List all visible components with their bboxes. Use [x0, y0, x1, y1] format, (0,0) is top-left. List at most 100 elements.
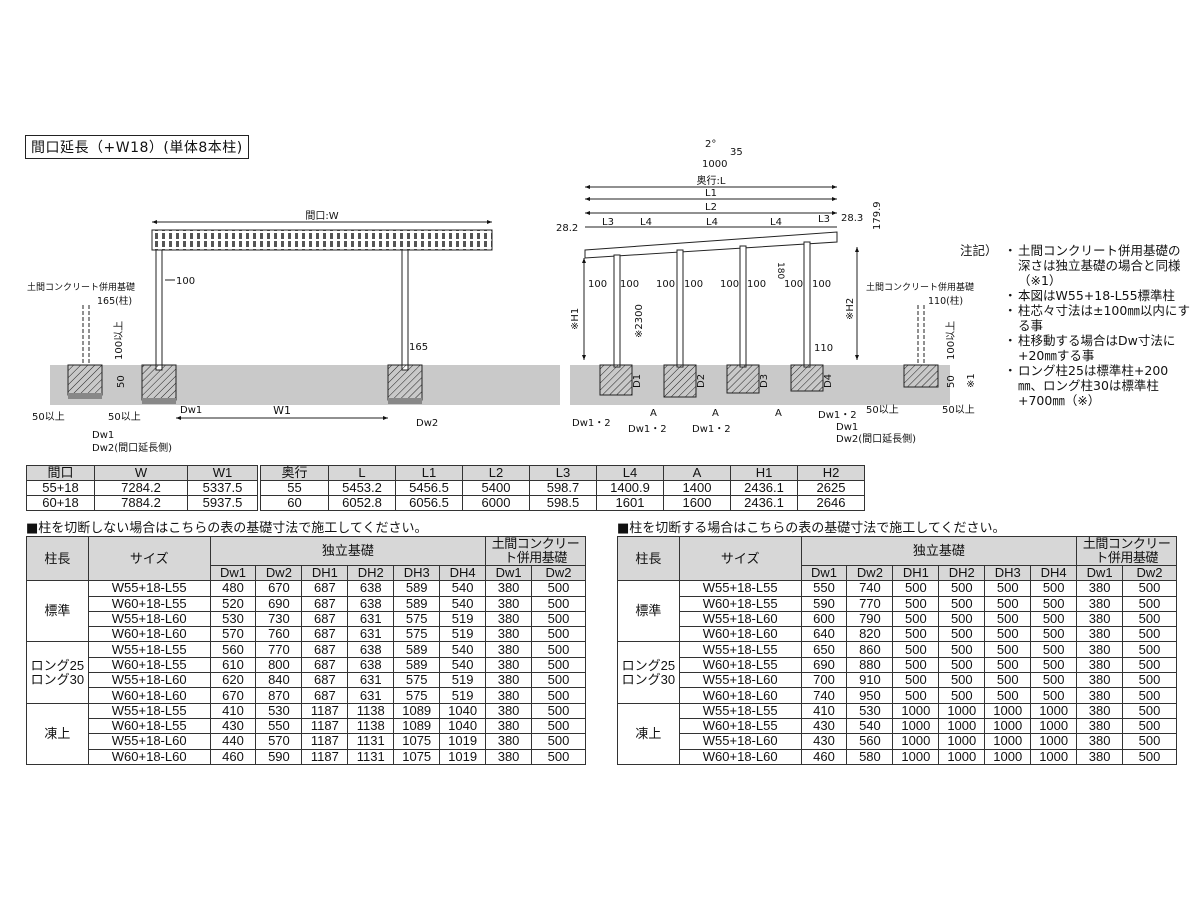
svg-text:100: 100: [747, 279, 766, 290]
front-dim-100up: 100以上: [113, 321, 125, 360]
table-cell: W55+18-L60: [678, 672, 802, 689]
table-cell: W55+18-L55: [87, 702, 211, 719]
drawing-canvas: 間口:W 100 165 土間コンクリート併用基礎 165(柱) 100以上 5…: [27, 139, 977, 454]
svg-text:100: 100: [656, 279, 675, 290]
caption-left: ■柱を切断しない場合はこちらの表の基礎寸法で施工してください。: [26, 521, 428, 536]
front-50b: 50以上: [108, 411, 141, 423]
table-cell: 6052.8: [328, 495, 396, 511]
table-cell: 687: [301, 595, 349, 612]
svg-text:35: 35: [730, 147, 743, 158]
svg-text:D3: D3: [759, 374, 770, 388]
table-cell: 620: [209, 672, 257, 689]
table-cell: 638: [347, 580, 395, 597]
table-cell: 500: [1122, 748, 1177, 765]
table-cell: W55+18-L60: [678, 610, 802, 628]
table-cell: 589: [393, 580, 441, 597]
table-cell: 530: [209, 610, 257, 628]
front-dw2b: Dw2(間口延長側): [92, 441, 172, 454]
table-cell: 1000: [892, 733, 940, 750]
table-cell: 500: [531, 641, 586, 658]
group-label: 標準: [26, 580, 89, 643]
table-cell: 380: [1076, 733, 1124, 750]
table-cell: 500: [1122, 656, 1177, 674]
table-cell: 687: [301, 610, 349, 628]
table-cell: 550: [800, 580, 848, 597]
notes-head: 注記）: [960, 243, 998, 258]
table-cell: 519: [439, 626, 487, 643]
table-cell: 500: [984, 672, 1032, 689]
table-cell: 540: [439, 641, 487, 658]
table-cell: 1000: [1030, 733, 1078, 750]
table-cell: 1000: [984, 702, 1032, 719]
table-header: 奥行: [260, 465, 329, 481]
table-cell: 1400: [663, 480, 731, 496]
svg-text:※1: ※1: [966, 373, 977, 388]
table-cell: 1075: [393, 733, 441, 750]
notes-list: 土間コンクリート併用基礎の深さは独立基礎の場合と同様（※1） 本図はW55+18…: [960, 243, 1190, 408]
th-sub: Dw2: [1122, 564, 1177, 582]
note-item: 柱移動する場合はDw寸法に+20㎜する事: [1004, 333, 1190, 363]
table-cell: 500: [1122, 626, 1177, 643]
th-maguchi: 間口: [26, 465, 95, 481]
table-cell: 6056.5: [395, 495, 463, 511]
svg-text:L1: L1: [705, 188, 717, 199]
note-item: 土間コンクリート併用基礎の深さは独立基礎の場合と同様（※1）: [1004, 243, 1190, 288]
table-cell: 950: [846, 687, 894, 704]
th-post-length: 柱長: [26, 535, 89, 582]
table-cell: 500: [892, 641, 940, 658]
table-cell: 500: [938, 656, 986, 674]
table-cell: 500: [938, 672, 986, 689]
side-roof: [584, 231, 838, 259]
table-cell: 519: [439, 687, 487, 704]
th-independent: 独立基礎: [800, 536, 1078, 566]
table-cell: W60+18-L60: [87, 687, 211, 704]
table-cell: 550: [255, 717, 303, 735]
table-cell: 500: [892, 610, 940, 628]
table-cell: 1000: [984, 733, 1032, 750]
table-cell: 580: [846, 748, 894, 765]
table-cell: 500: [1122, 580, 1177, 597]
table-cell: 1000: [938, 717, 986, 735]
front-dim-50: 50: [116, 375, 127, 388]
front-dw2: Dw2: [416, 418, 438, 429]
table-cell: 500: [1030, 610, 1078, 628]
table-cell: 1000: [938, 733, 986, 750]
table-cell: 590: [800, 595, 848, 612]
svg-text:D1: D1: [632, 374, 643, 388]
table-cell: 687: [301, 626, 349, 643]
table-cell: 589: [393, 641, 441, 658]
th-sub: DH1: [892, 564, 940, 582]
table-cell: W55+18-L60: [87, 733, 211, 750]
front-roof: [151, 229, 493, 251]
table-cell: 60: [260, 495, 329, 511]
table-cell: 380: [485, 580, 533, 597]
table-cell: 2436.1: [730, 480, 798, 496]
svg-text:※2300: ※2300: [634, 304, 645, 338]
table-cell: 600: [800, 610, 848, 628]
table-cell: 1600: [663, 495, 731, 511]
table-cell: 500: [892, 687, 940, 704]
table-cell: 1131: [347, 748, 395, 765]
table-cell: 500: [531, 595, 586, 612]
svg-text:100以上: 100以上: [945, 321, 957, 360]
th-independent: 独立基礎: [209, 536, 487, 566]
table-cell: 500: [531, 733, 586, 750]
svg-text:Dw1: Dw1: [836, 422, 858, 433]
table-cell: 1000: [1030, 702, 1078, 719]
svg-text:180: 180: [775, 262, 785, 279]
th-sub: Dw2: [846, 564, 894, 582]
table-cell: 2625: [797, 480, 865, 496]
svg-text:110: 110: [814, 343, 833, 354]
table-cell: 500: [1030, 626, 1078, 643]
table-cell: 380: [485, 717, 533, 735]
table-cell: 430: [800, 717, 848, 735]
table-cell: 480: [209, 580, 257, 597]
